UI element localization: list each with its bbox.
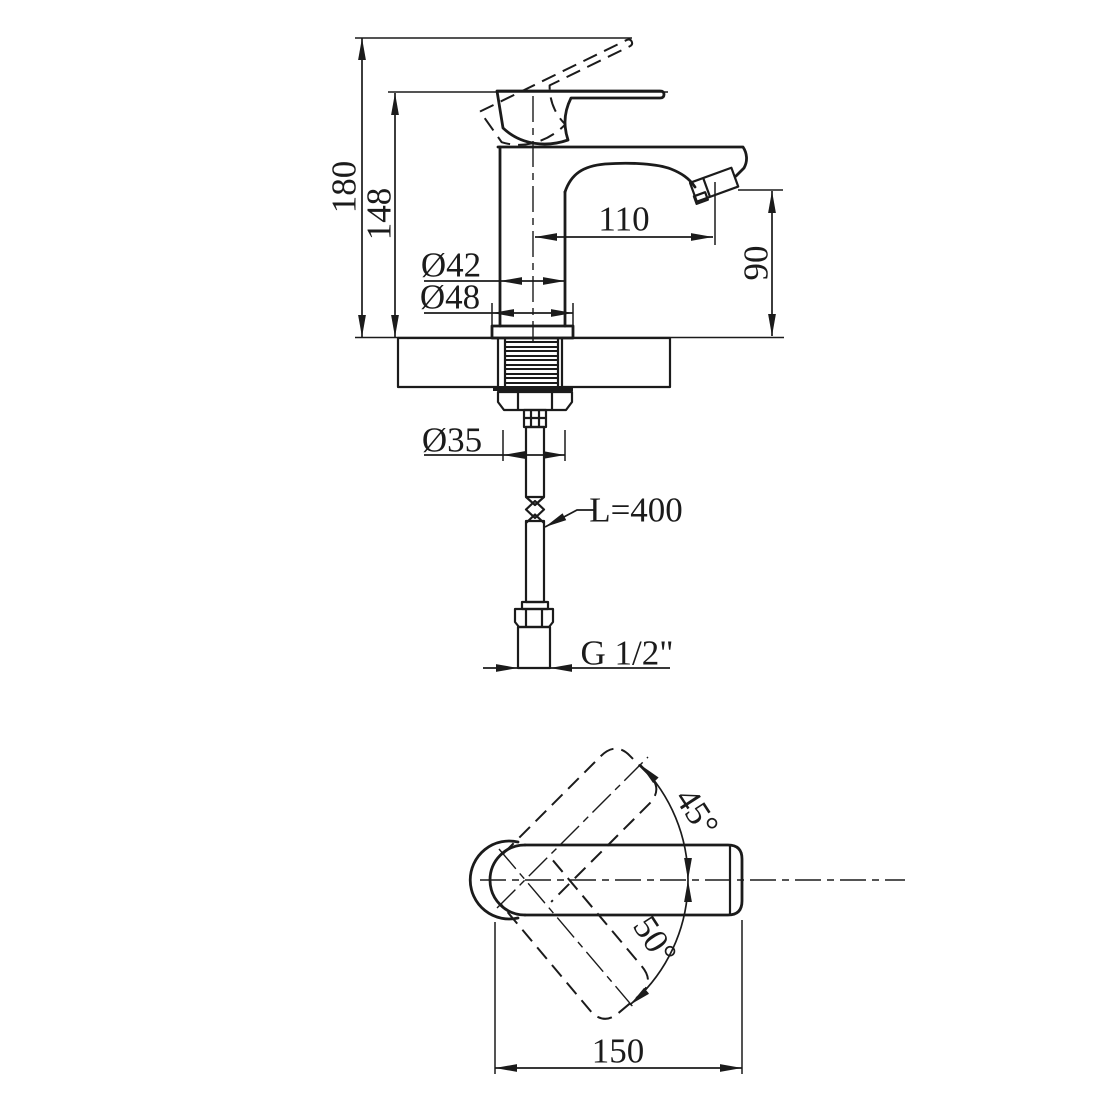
label-thread-size: G 1/2"	[580, 634, 673, 673]
label-body-height: 148	[360, 188, 399, 241]
aerator	[688, 166, 740, 205]
top-centerline-45	[496, 756, 649, 909]
label-spout-reach: 110	[598, 200, 649, 239]
deck-right	[560, 336, 672, 389]
label-swing-up: 45°	[667, 781, 726, 843]
dim-spout-reach: 110	[535, 182, 716, 245]
dim-overall-length: 150	[494, 920, 743, 1074]
countertop-section	[355, 336, 784, 389]
handle-cap-outer-arc	[468, 839, 520, 921]
hose-break-symbol	[524, 499, 546, 520]
dim-thread-size: G 1/2"	[483, 634, 674, 673]
mounting-nut	[496, 390, 574, 412]
top-view: 45° 50° 150	[468, 747, 905, 1074]
hose-end-nut	[513, 607, 555, 629]
mounting-hardware	[493, 386, 574, 429]
dim-body-diameter: Ø42	[421, 246, 565, 285]
label-base-diameter: Ø48	[420, 278, 480, 317]
dim-total-height: 180	[325, 37, 632, 337]
side-view: 180 148 110 90 Ø42 Ø48	[325, 37, 784, 673]
label-hose-length: L=400	[589, 491, 683, 530]
dim-swing-up: 45°	[639, 764, 727, 881]
label-total-height: 180	[325, 161, 364, 214]
label-overall-length: 150	[592, 1032, 645, 1071]
dim-hole-diameter: Ø35	[422, 421, 566, 461]
faucet-body	[490, 145, 748, 340]
rubber-washer	[493, 386, 573, 391]
dim-base-diameter: Ø48	[420, 278, 574, 325]
deck-left	[396, 336, 500, 389]
label-hole-diameter: Ø35	[422, 421, 482, 460]
dim-body-height: 148	[360, 91, 668, 337]
label-swing-down: 50°	[625, 909, 684, 971]
dim-spout-height: 90	[737, 189, 783, 336]
top-centerline-50	[498, 848, 635, 1009]
handle-up-dashed	[502, 747, 658, 903]
handle-lever	[495, 89, 666, 146]
dim-swing-down: 50°	[625, 879, 692, 1006]
thread-pipe	[516, 625, 552, 670]
handle-lever-raised-dashed	[479, 38, 634, 146]
label-body-diameter: Ø42	[421, 246, 481, 285]
threaded-shank	[503, 338, 560, 387]
label-spout-height: 90	[737, 246, 776, 281]
handle-down-dashed	[500, 859, 649, 1020]
dim-hose-length: L=400	[544, 491, 683, 530]
flexible-hose	[513, 425, 555, 670]
